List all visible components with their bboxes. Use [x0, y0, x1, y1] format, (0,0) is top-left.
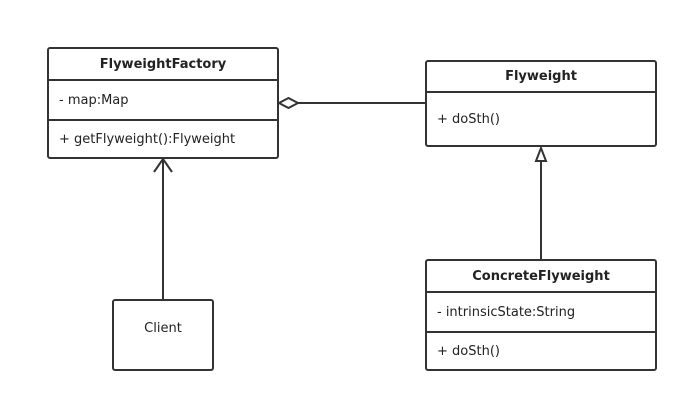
concrete-flyweight-attribute: - intrinsicState:String [427, 291, 655, 331]
aggregation-diamond [276, 96, 301, 110]
flyweight-name: Flyweight [505, 69, 577, 84]
generalization-arrowhead [534, 145, 548, 162]
concrete-flyweight-method: + doSth() [427, 331, 655, 369]
flyweight-method: + doSth() [427, 91, 655, 145]
flyweight-factory-method: + getFlyweight():Flyweight [49, 119, 277, 157]
concrete-flyweight-class[interactable]: ConcreteFlyweight - intrinsicState:Strin… [425, 259, 657, 371]
client-name: Client [144, 321, 182, 336]
flyweight-class[interactable]: Flyweight + doSth() [425, 60, 657, 147]
client-class[interactable]: Client [112, 299, 214, 371]
flyweight-factory-class[interactable]: FlyweightFactory - map:Map + getFlyweigh… [47, 47, 279, 159]
flyweight-factory-name: FlyweightFactory [99, 56, 227, 72]
concrete-flyweight-name: ConcreteFlyweight [472, 268, 610, 284]
dependency-arrowhead [153, 157, 173, 173]
flyweight-factory-attribute: - map:Map [49, 79, 277, 119]
